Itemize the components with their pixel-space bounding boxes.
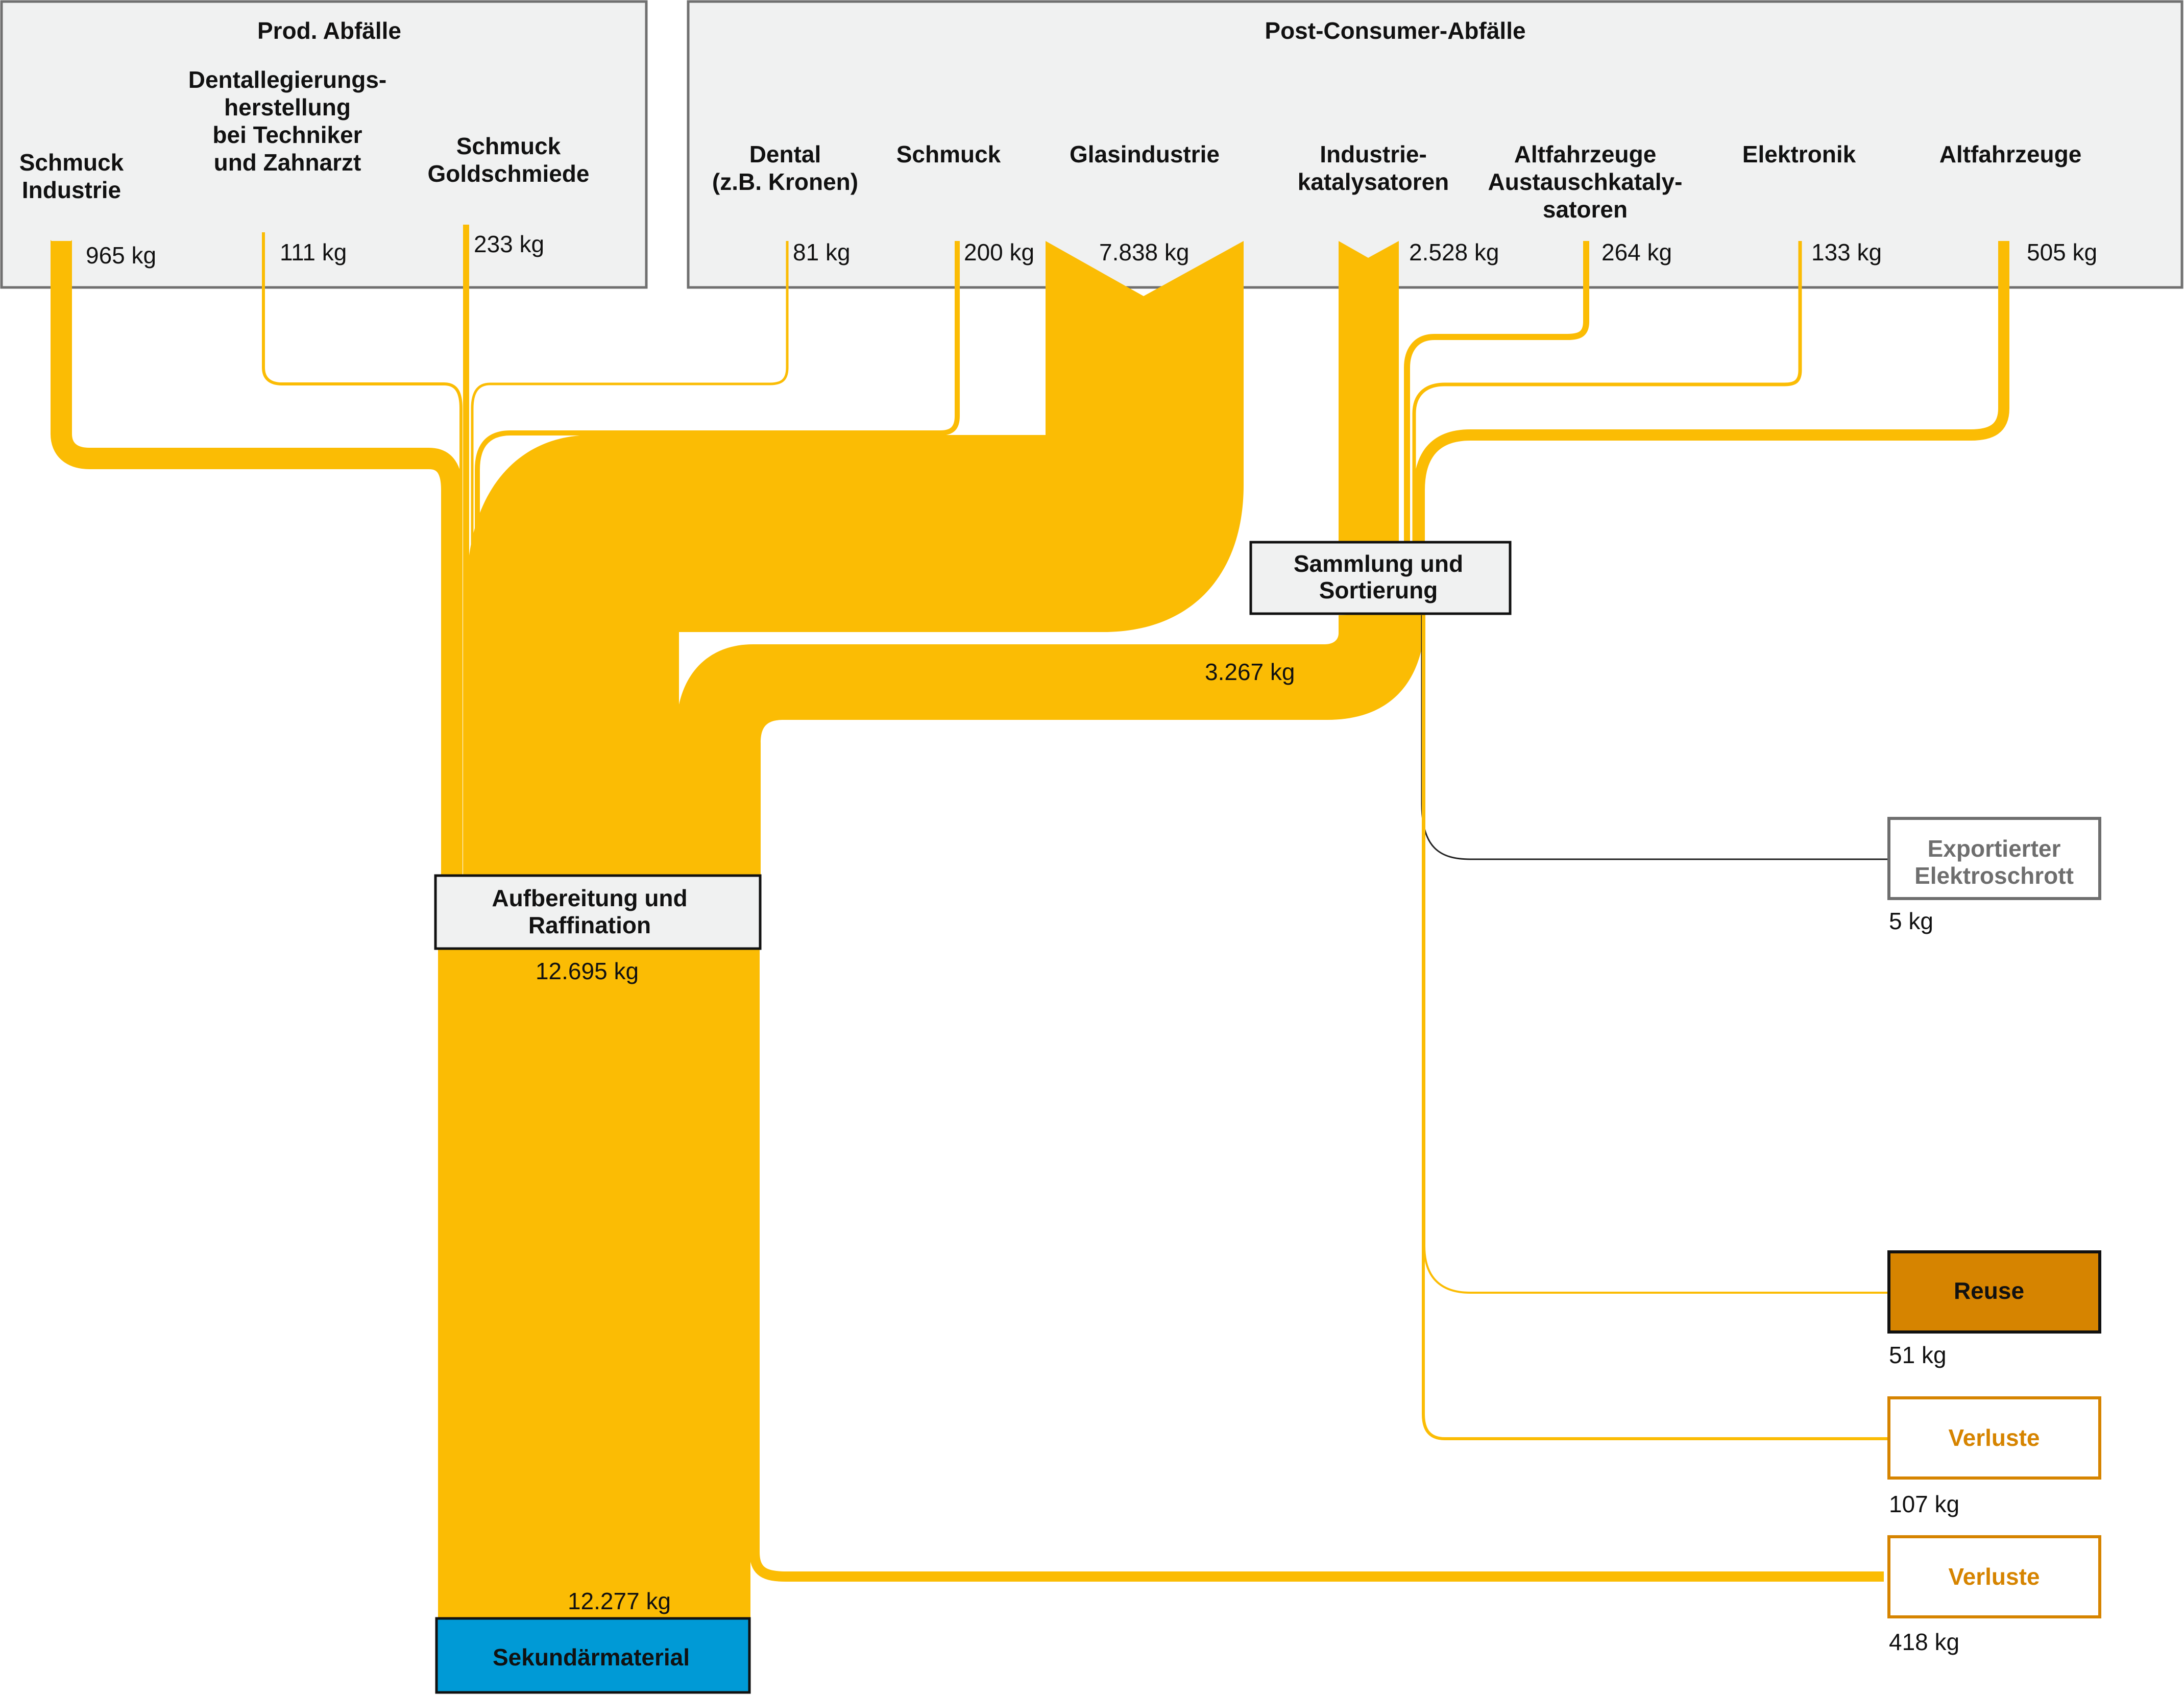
node-sekundaer[interactable]: Sekundärmaterial xyxy=(435,1617,751,1694)
panel-post-consumer-title: Post-Consumer-Abfälle xyxy=(1265,17,1525,44)
node-verluste-2[interactable]: Verluste xyxy=(1887,1535,2101,1618)
node-verluste-1-label: Verluste xyxy=(1949,1424,2040,1451)
source-label-elektronik: Elektronik xyxy=(1742,141,1856,167)
flow-dental-pc[interactable] xyxy=(471,241,789,878)
node-reuse[interactable]: Reuse xyxy=(1887,1250,2101,1334)
flow-industriekatalysatoren[interactable] xyxy=(1339,241,1399,541)
source-value-glasindustrie: 7.838 kg xyxy=(1099,239,1189,265)
node-verluste-2-box[interactable] xyxy=(1887,1535,2101,1618)
flow-sammlung-reuse[interactable] xyxy=(1423,615,1888,1294)
node-verluste-2-label: Verluste xyxy=(1949,1563,2040,1590)
node-verluste-1-value: 107 kg xyxy=(1889,1491,1959,1517)
node-export-box[interactable] xyxy=(1887,817,2101,900)
node-export-value: 5 kg xyxy=(1889,908,1933,934)
panel-production-waste xyxy=(0,0,648,289)
node-reuse-box[interactable] xyxy=(1887,1250,2101,1334)
source-value-schmuck-pc: 200 kg xyxy=(964,239,1034,265)
flow-aufbereitung-verluste[interactable] xyxy=(749,950,1884,1582)
flow-altfahrzeuge-kat[interactable] xyxy=(1404,241,1589,541)
flow-glasindustrie[interactable] xyxy=(467,241,1244,878)
node-reuse-value: 51 kg xyxy=(1889,1342,1947,1368)
source-value-industriekatalysatoren: 2.528 kg xyxy=(1409,239,1499,265)
node-sammlung-box[interactable] xyxy=(1249,541,1512,615)
source-label-altfahrzeuge: Altfahrzeuge xyxy=(1939,141,2082,167)
flow-value-sekundaer: 12.277 kg xyxy=(568,1588,671,1614)
node-aufbereitung-value: 12.695 kg xyxy=(536,958,639,984)
node-sekundaer-label: Sekundärmaterial xyxy=(493,1644,690,1670)
source-label-glasindustrie: Glasindustrie xyxy=(1070,141,1220,167)
flow-altfahrzeuge[interactable] xyxy=(1414,241,2009,541)
flow-schmuck-pc[interactable] xyxy=(475,241,960,878)
flow-sammlung-export[interactable] xyxy=(1421,615,1888,860)
node-reuse-label: Reuse xyxy=(1954,1277,2024,1304)
source-value-schmuck-goldschmiede: 233 kg xyxy=(474,231,544,257)
flow-value-sammlung-aufbereitung: 3.267 kg xyxy=(1205,659,1295,685)
source-label-industriekatalysatoren: Industrie-katalysatoren xyxy=(1298,141,1449,195)
flow-aufbereitung-sekundaer[interactable] xyxy=(438,950,750,1618)
source-label-schmuck-pc: Schmuck xyxy=(896,141,1001,167)
node-verluste-2-value: 418 kg xyxy=(1889,1629,1959,1655)
node-sekundaer-box[interactable] xyxy=(435,1617,751,1694)
source-value-dental-pc: 81 kg xyxy=(793,239,851,265)
panel-post-consumer-waste xyxy=(687,0,2183,289)
node-aufbereitung-box[interactable] xyxy=(434,874,762,950)
source-value-dental-technik: 111 kg xyxy=(280,239,347,265)
flow-dental-technik[interactable] xyxy=(262,232,463,878)
source-label-dental-pc: Dental(z.B. Kronen) xyxy=(712,141,858,195)
flow-sammlung-aufbereitung[interactable] xyxy=(676,613,1425,878)
node-verluste-1-box[interactable] xyxy=(1887,1396,2101,1480)
flow-sammlung-verluste[interactable] xyxy=(1422,615,1888,1440)
source-value-elektronik: 133 kg xyxy=(1811,239,1882,265)
source-value-altfahrzeuge-kat: 264 kg xyxy=(1601,239,1672,265)
panel-production-title: Prod. Abfälle xyxy=(257,17,401,44)
flow-schmuck-industrie[interactable] xyxy=(51,241,463,878)
flow-elektronik[interactable] xyxy=(1412,241,1802,541)
flows xyxy=(51,225,2009,1618)
node-verluste-1[interactable]: Verluste xyxy=(1887,1396,2101,1480)
flow-arrow-schmuck-industrie xyxy=(51,240,72,255)
source-value-schmuck-industrie: 965 kg xyxy=(86,242,156,269)
source-value-altfahrzeuge: 505 kg xyxy=(2027,239,2097,265)
